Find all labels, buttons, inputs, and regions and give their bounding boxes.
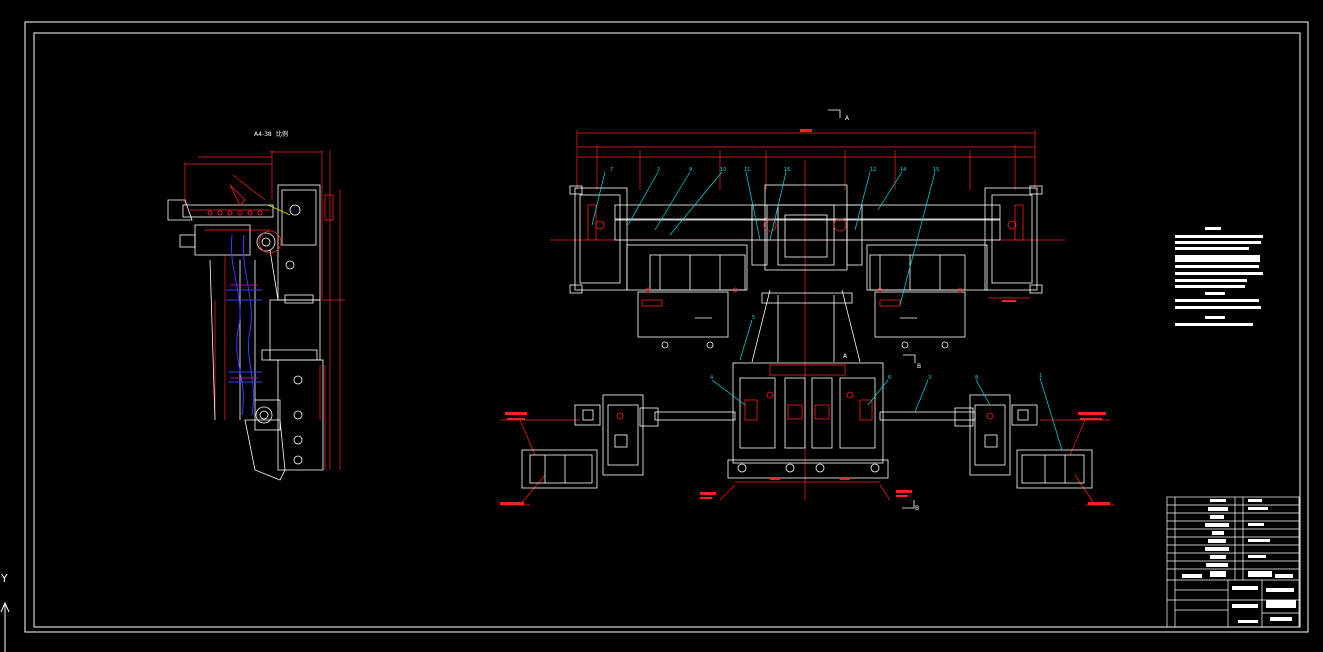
upper-assembly [569,184,1043,363]
part-number: 4 [710,375,713,381]
part-number: 5 [752,315,755,321]
drawing-frame [24,21,1309,633]
plan-view-dimensions [500,130,1115,506]
part-number: 15 [933,167,939,173]
dimension-text-marks [500,129,1110,505]
part-number: 16 [784,167,790,173]
section-mark-b-top: B [917,363,921,370]
part-number: 3 [928,375,931,381]
part-number: 6 [888,375,891,381]
part-number: 14 [900,167,906,173]
side-view-dimensions [184,150,345,470]
section-mark-b-bottom: B [915,505,919,512]
lower-assembly [521,362,1093,489]
ucs-axis-icon [0,601,10,652]
technical-notes [1175,227,1263,326]
part-number: 12 [870,167,876,173]
part-number: 2 [657,167,660,173]
side-view-title-suffix: 比例 [276,130,288,138]
part-number: 7 [610,167,613,173]
part-number: 9 [689,167,692,173]
side-view-chain [226,234,262,416]
leader-lines [591,171,1063,451]
section-mark-a-bottom: A [843,353,848,360]
part-number: 11 [744,167,750,173]
ucs-y-label: Y [0,572,8,585]
plan-view: A A B B [500,109,1115,512]
side-view: A4-38 比例 [167,130,345,481]
part-number: 1 [1039,373,1042,379]
title-block [1166,496,1300,628]
part-numbers-middle: 5 4 6 3 8 1 [710,315,1042,381]
side-view-title: A4-38 [254,131,272,138]
part-number: 8 [975,375,978,381]
part-number: 10 [720,167,726,173]
part-numbers-top: 7 2 9 10 11 16 12 14 15 [610,167,939,173]
section-mark-a-top: A [845,115,850,122]
